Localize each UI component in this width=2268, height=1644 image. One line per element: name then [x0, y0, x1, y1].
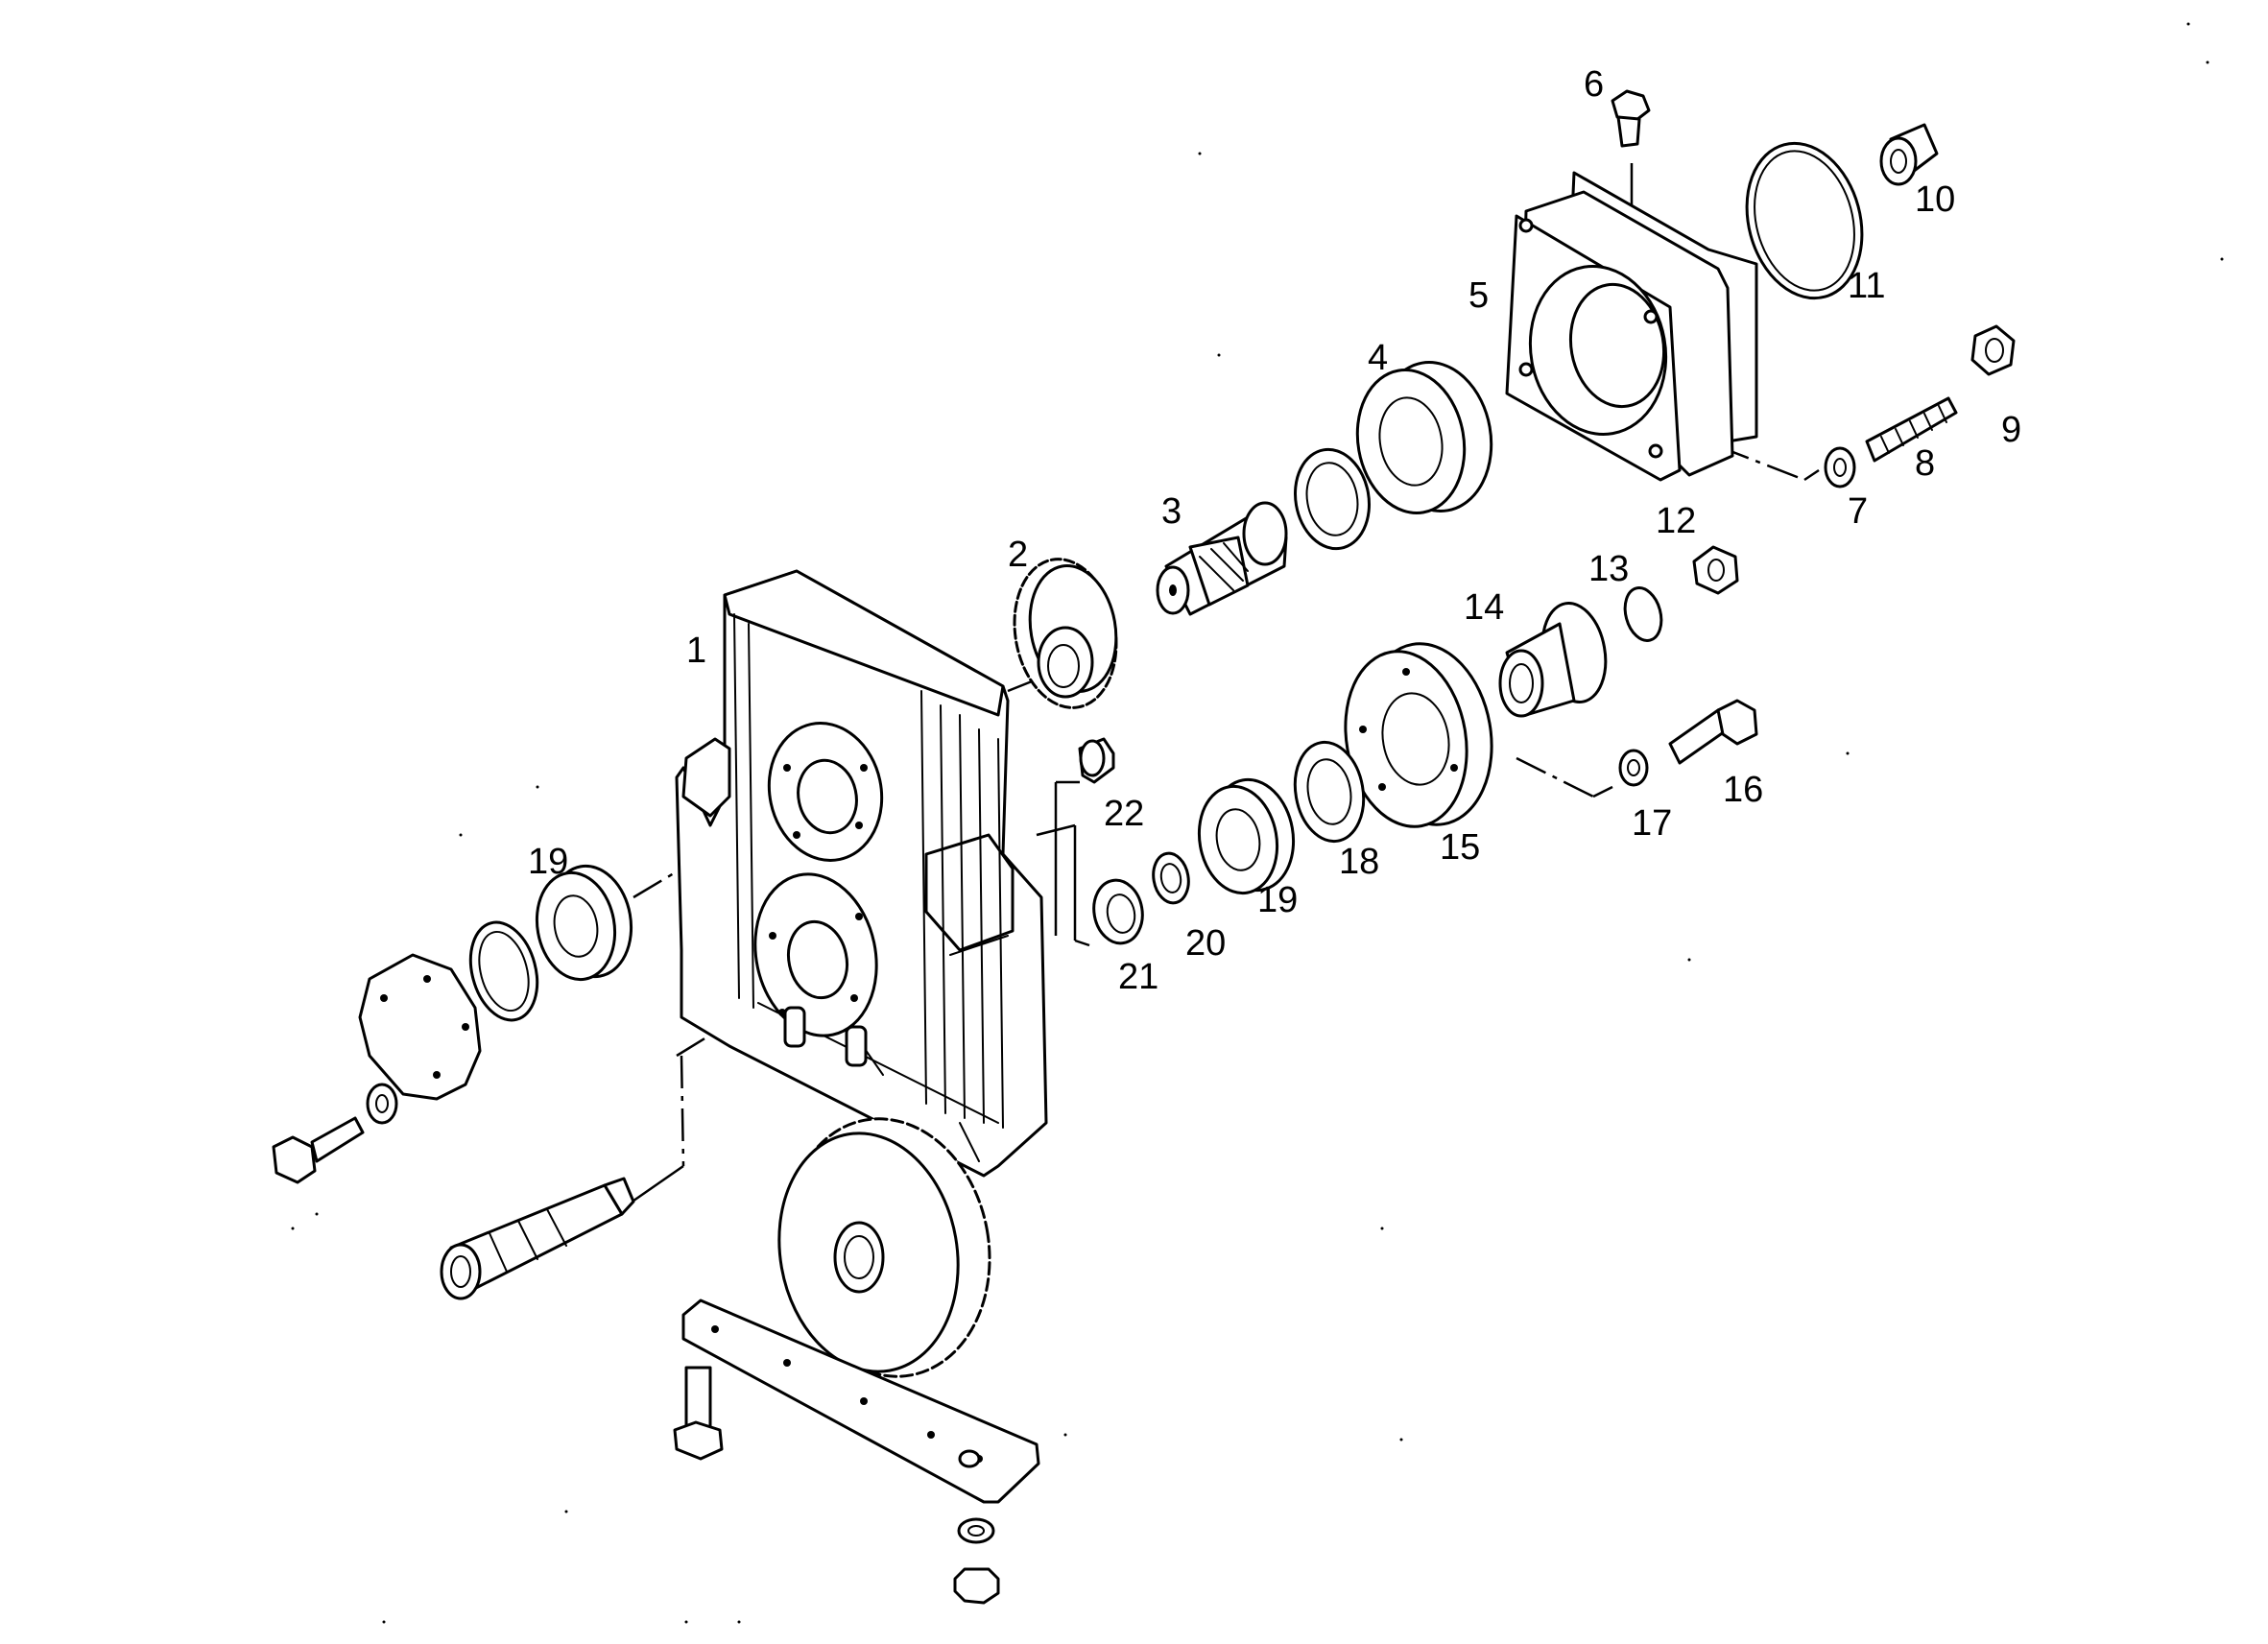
callout-18: 18 [1339, 842, 1379, 882]
large-spur-gear [777, 1117, 991, 1378]
o-ring-left [468, 920, 539, 1022]
seal-21 [1092, 878, 1144, 945]
callout-19-left: 19 [528, 842, 568, 882]
stud-8 [1865, 396, 1958, 463]
callouts: 1 2 3 4 5 6 7 8 9 10 11 12 13 14 15 16 1… [528, 64, 2021, 997]
callout-10: 10 [1915, 179, 1955, 220]
callout-4: 4 [1368, 338, 1388, 378]
callout-21: 21 [1118, 957, 1158, 997]
callout-9: 9 [2001, 410, 2021, 450]
plug-22 [1078, 737, 1115, 784]
callout-16: 16 [1723, 770, 1763, 810]
coupling-sleeve-10 [1879, 123, 1939, 186]
nut-base [953, 1567, 1000, 1605]
washer-20 [1152, 851, 1190, 905]
callout-19-right: 19 [1257, 880, 1298, 920]
roller-bearing-4 [1294, 361, 1493, 551]
o-ring-11 [1745, 141, 1864, 300]
callout-20: 20 [1185, 923, 1226, 964]
spur-gear-small [1013, 558, 1118, 709]
breather-plug [1611, 89, 1651, 148]
washer-base [957, 1517, 995, 1544]
callout-13: 13 [1588, 549, 1629, 589]
bolt-left [272, 1116, 365, 1184]
callout-7: 7 [1848, 491, 1868, 532]
washer-7 [1824, 446, 1856, 488]
base-plate [681, 1299, 1040, 1504]
washer-left [366, 1083, 398, 1125]
bolt-16 [1668, 699, 1758, 765]
bearing-cover-15 [1344, 642, 1493, 828]
callout-6: 6 [1584, 64, 1604, 105]
seal-18 [1293, 740, 1366, 844]
pinion-shaft [1156, 501, 1288, 616]
bolt-base [673, 1366, 724, 1461]
nut-12 [1692, 545, 1739, 595]
scan-speckles [291, 22, 2224, 1624]
callout-5: 5 [1468, 275, 1489, 316]
callout-15: 15 [1440, 827, 1480, 868]
callout-3: 3 [1161, 491, 1182, 532]
cover-plate-left [358, 953, 482, 1101]
callout-11: 11 [1848, 266, 1885, 306]
callout-12: 12 [1656, 501, 1696, 541]
nut-9 [1970, 324, 2016, 376]
snap-ring-13 [1623, 586, 1663, 642]
callout-8: 8 [1915, 443, 1935, 484]
ball-bearing-19-right [1197, 777, 1296, 895]
callout-1: 1 [686, 631, 706, 671]
callout-14: 14 [1464, 587, 1504, 628]
callout-22: 22 [1104, 794, 1144, 834]
flanged-hub-14 [1498, 601, 1608, 718]
callout-2: 2 [1008, 535, 1028, 575]
washer-17 [1618, 749, 1649, 787]
flange-housing [1505, 171, 1758, 482]
gearbox-housing [675, 569, 1048, 1178]
callout-17: 17 [1632, 803, 1672, 844]
splined-shaft [440, 1177, 635, 1300]
ball-bearing-19-left [535, 864, 633, 982]
